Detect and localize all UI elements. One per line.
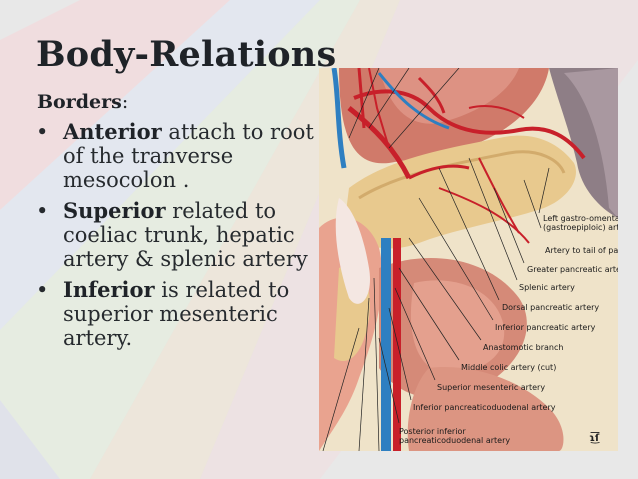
label-gastroepiploic: (gastroepiploic) artery	[543, 223, 618, 232]
subtitle-colon: :	[121, 91, 129, 113]
label-greater-pancreatic: Greater pancreatic artery	[527, 265, 618, 274]
label-posterior-inferior: Posterior inferior	[399, 427, 466, 436]
publisher-logo: ɿ͜͞ſ	[589, 433, 600, 444]
bullet-text: is related to superior mesenteric artery…	[63, 278, 290, 350]
label-artery-to-tail: Artery to tail of pancreas	[545, 246, 618, 255]
label-left-gastro-omental: Left gastro-omental	[543, 214, 618, 223]
label-pancreaticoduodenal: pancreaticoduodenal artery	[399, 436, 511, 445]
bullet-text: related to coeliac trunk, hepatic artery…	[63, 199, 308, 271]
bullet-term: Inferior	[63, 277, 155, 302]
borders-subtitle: Borders:	[37, 91, 128, 113]
bullet-list: • Anterior attach to root of the tranvers…	[36, 120, 316, 357]
bullet-term: Superior	[63, 198, 166, 223]
bullet-dot: •	[36, 278, 49, 302]
bullet-term: Anterior	[63, 119, 162, 144]
subtitle-bold: Borders	[37, 91, 122, 113]
label-inferior-pancreatic: Inferior pancreatic artery	[495, 323, 596, 332]
label-middle-colic: Middle colic artery (cut)	[461, 363, 557, 372]
label-superior-mesenteric: Superior mesenteric artery	[437, 383, 546, 392]
label-anastomotic: Anastomotic branch	[483, 343, 564, 352]
label-inferior-pancreaticoduodenal: Inferior pancreaticoduodenal artery	[413, 403, 556, 412]
bullet-text: attach to root of the tranverse mesocolo…	[63, 120, 314, 192]
bullet-inferior: • Inferior is related to superior mesente…	[36, 277, 316, 351]
bullet-superior: • Superior related to coeliac trunk, hepa…	[36, 198, 316, 272]
anatomy-drawing	[319, 68, 618, 451]
label-splenic: Splenic artery	[519, 283, 575, 292]
anatomy-illustration: Left gastro-omental (gastroepiploic) art…	[319, 68, 618, 451]
label-dorsal-pancreatic: Dorsal pancreatic artery	[502, 303, 600, 312]
bullet-anterior: • Anterior attach to root of the tranvers…	[36, 119, 316, 193]
page-title: Body-Relations	[36, 34, 337, 75]
bullet-dot: •	[36, 199, 49, 223]
bullet-dot: •	[36, 120, 49, 144]
